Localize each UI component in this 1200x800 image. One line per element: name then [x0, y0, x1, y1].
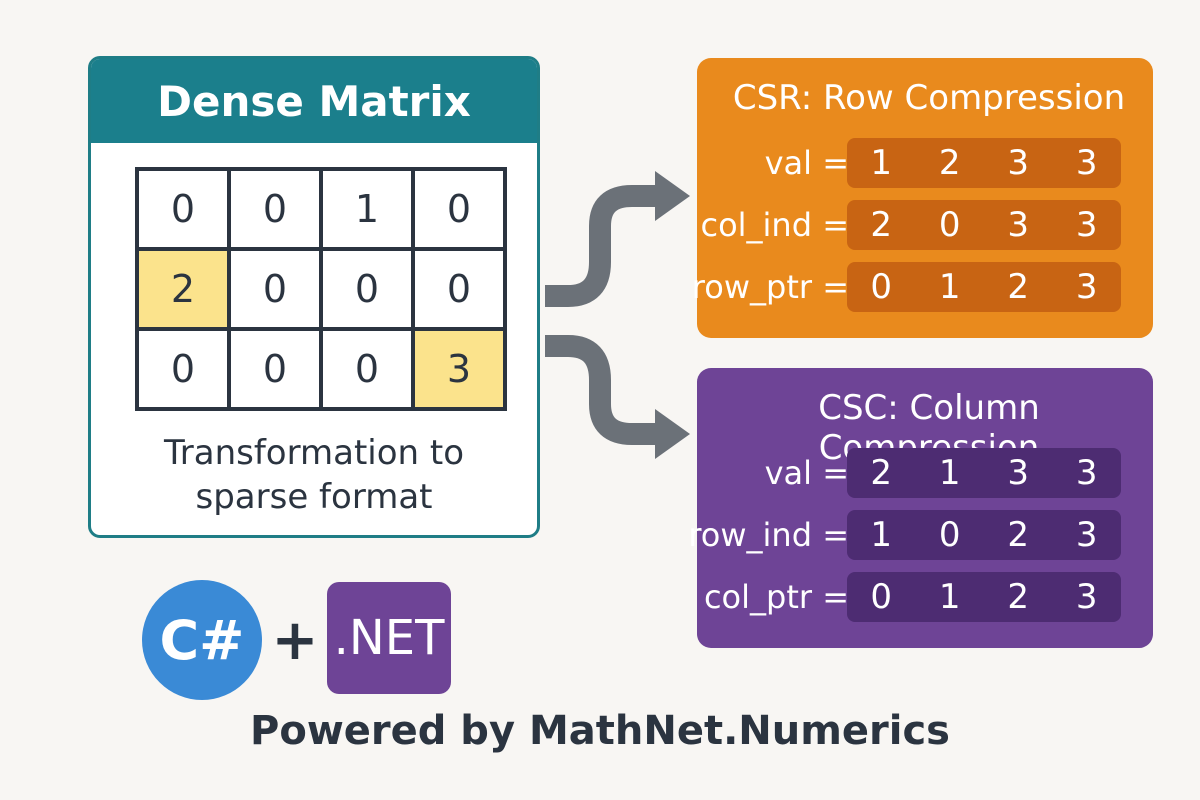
matrix-cell: 0	[231, 331, 319, 407]
csr-value: 3	[1075, 205, 1098, 245]
caption-line-2: sparse format	[195, 477, 433, 517]
matrix-cell: 0	[139, 171, 227, 247]
matrix-cell: 2	[139, 251, 227, 327]
matrix-cell: 3	[415, 331, 503, 407]
matrix-cell: 1	[323, 171, 411, 247]
csc-row-values: 1 0 2 3	[847, 510, 1121, 560]
csc-value: 1	[938, 453, 961, 493]
csr-value: 1	[938, 267, 961, 307]
csr-row-label: val =	[764, 144, 849, 182]
csc-value: 3	[1075, 453, 1098, 493]
arrow-head-csc	[655, 409, 690, 459]
csc-value: 1	[938, 577, 961, 617]
plus-sign: +	[271, 607, 319, 673]
csharp-logo: C#	[142, 580, 262, 700]
csr-value: 2	[1007, 267, 1030, 307]
csr-title: CSR: Row Compression	[732, 78, 1126, 118]
matrix-cell: 0	[139, 331, 227, 407]
csc-value: 2	[1007, 577, 1030, 617]
matrix-cell: 0	[231, 251, 319, 327]
csr-row-label: row_ptr =	[691, 268, 849, 306]
csc-row: val = 2 1 3 3	[697, 448, 1153, 498]
csr-value: 3	[1075, 267, 1098, 307]
csc-value: 1	[870, 515, 893, 555]
dense-caption: Transformation to sparse format	[91, 431, 537, 519]
csc-row-values: 2 1 3 3	[847, 448, 1121, 498]
csc-row: col_ptr = 0 1 2 3	[697, 572, 1153, 622]
arrow-to-csc	[545, 335, 660, 445]
arrow-head-csr	[655, 171, 690, 221]
csr-value: 3	[1007, 205, 1030, 245]
csr-value: 2	[870, 205, 893, 245]
dotnet-logo: .NET	[327, 582, 451, 694]
csc-value: 2	[870, 453, 893, 493]
csr-row-values: 1 2 3 3	[847, 138, 1121, 188]
csc-row-label: row_ind =	[688, 516, 849, 554]
csr-value: 0	[938, 205, 961, 245]
csc-value: 3	[1075, 577, 1098, 617]
csc-row-label: val =	[764, 454, 849, 492]
csr-value: 2	[938, 143, 961, 183]
csr-row: row_ptr = 0 1 2 3	[692, 262, 1153, 312]
csr-value: 3	[1075, 143, 1098, 183]
csc-panel: CSC: Column Compression val =2133row_ind…	[688, 368, 1153, 648]
csc-value: 0	[938, 515, 961, 555]
matrix-cell: 0	[323, 251, 411, 327]
csc-value: 3	[1075, 515, 1098, 555]
dense-matrix-title: Dense Matrix	[91, 59, 537, 143]
csc-value: 2	[1007, 515, 1030, 555]
matrix-cell: 0	[323, 331, 411, 407]
matrix-cell: 0	[415, 251, 503, 327]
arrow-to-csr	[545, 185, 660, 307]
csc-value: 3	[1007, 453, 1030, 493]
csc-value: 0	[870, 577, 893, 617]
csc-row-label: col_ptr =	[703, 578, 849, 616]
csr-value: 1	[870, 143, 893, 183]
caption-line-1: Transformation to	[163, 433, 465, 473]
csr-value: 3	[1007, 143, 1030, 183]
csc-row: row_ind = 1 0 2 3	[688, 510, 1153, 560]
csc-row-values: 0 1 2 3	[847, 572, 1121, 622]
matrix-cell: 0	[415, 171, 503, 247]
footer-powered-by: Powered by MathNet.Numerics	[250, 708, 950, 754]
csr-row-values: 0 1 2 3	[847, 262, 1121, 312]
csr-row: val = 1 2 3 3	[697, 138, 1153, 188]
csr-value: 0	[870, 267, 893, 307]
csr-row-label: col_ind =	[700, 206, 849, 244]
matrix-cell: 0	[231, 171, 319, 247]
